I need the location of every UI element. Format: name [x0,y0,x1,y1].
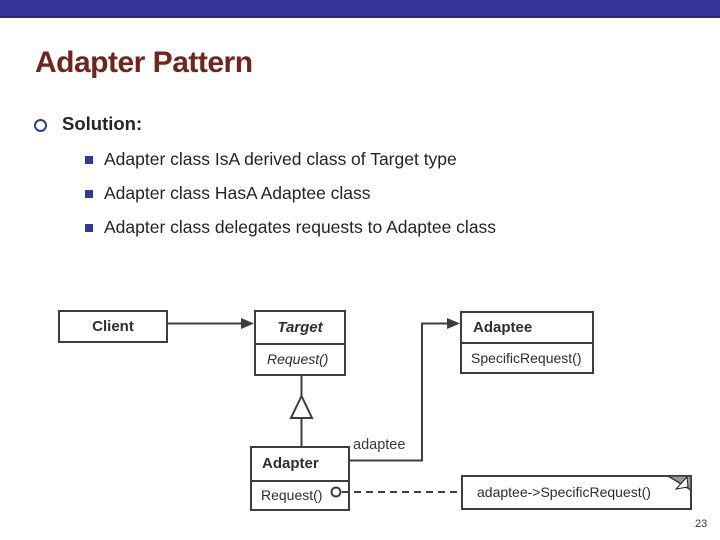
class-method-compartment: Request() [256,345,344,374]
class-method-compartment: Request() [252,482,348,509]
method-label: Request() [267,351,329,367]
uml-note-box: adaptee->SpecificRequest() [461,475,692,510]
inheritance-arrow [289,375,314,446]
bullet-level1: Solution: [34,113,142,135]
class-name-compartment: Adaptee [462,313,592,344]
uml-class-adapter: Adapter Request() [250,446,350,511]
bullet-level2-item: Adapter class IsA derived class of Targe… [85,149,457,170]
class-name-label: Target [277,319,323,336]
class-name-compartment: Adapter [252,448,348,482]
uml-class-adaptee: Adaptee SpecificRequest() [460,311,594,374]
client-target-arrow [168,318,254,329]
class-name-compartment: Target [256,312,344,345]
note-code-label: adaptee->SpecificRequest() [477,484,651,500]
uml-class-client: Client [58,310,168,343]
class-method-compartment: SpecificRequest() [462,344,592,372]
note-link-dashed-line [330,486,461,498]
top-accent-bar [0,0,720,18]
class-name-label: Adapter [262,455,319,472]
method-label: SpecificRequest() [471,350,582,366]
uml-class-target: Target Request() [254,310,346,376]
square-bullet-icon [85,224,93,232]
slide-title: Adapter Pattern [35,46,253,79]
bullet-item-text: Adapter class HasA Adaptee class [104,183,371,203]
class-name-label: Client [92,318,134,335]
class-name-label: Adaptee [473,319,533,336]
square-bullet-icon [85,156,93,164]
bullet-level2-item: Adapter class HasA Adaptee class [85,183,371,204]
square-bullet-icon [85,190,93,198]
page-number: 23 [695,518,708,530]
bullet-heading: Solution: [62,113,143,134]
method-label: Request() [261,487,323,503]
association-role-label: adaptee [353,437,406,453]
bullet-level2-item: Adapter class delegates requests to Adap… [85,217,496,238]
bullet-item-text: Adapter class delegates requests to Adap… [104,217,497,237]
bullet-item-text: Adapter class IsA derived class of Targe… [104,149,457,169]
circle-bullet-icon [34,119,47,132]
